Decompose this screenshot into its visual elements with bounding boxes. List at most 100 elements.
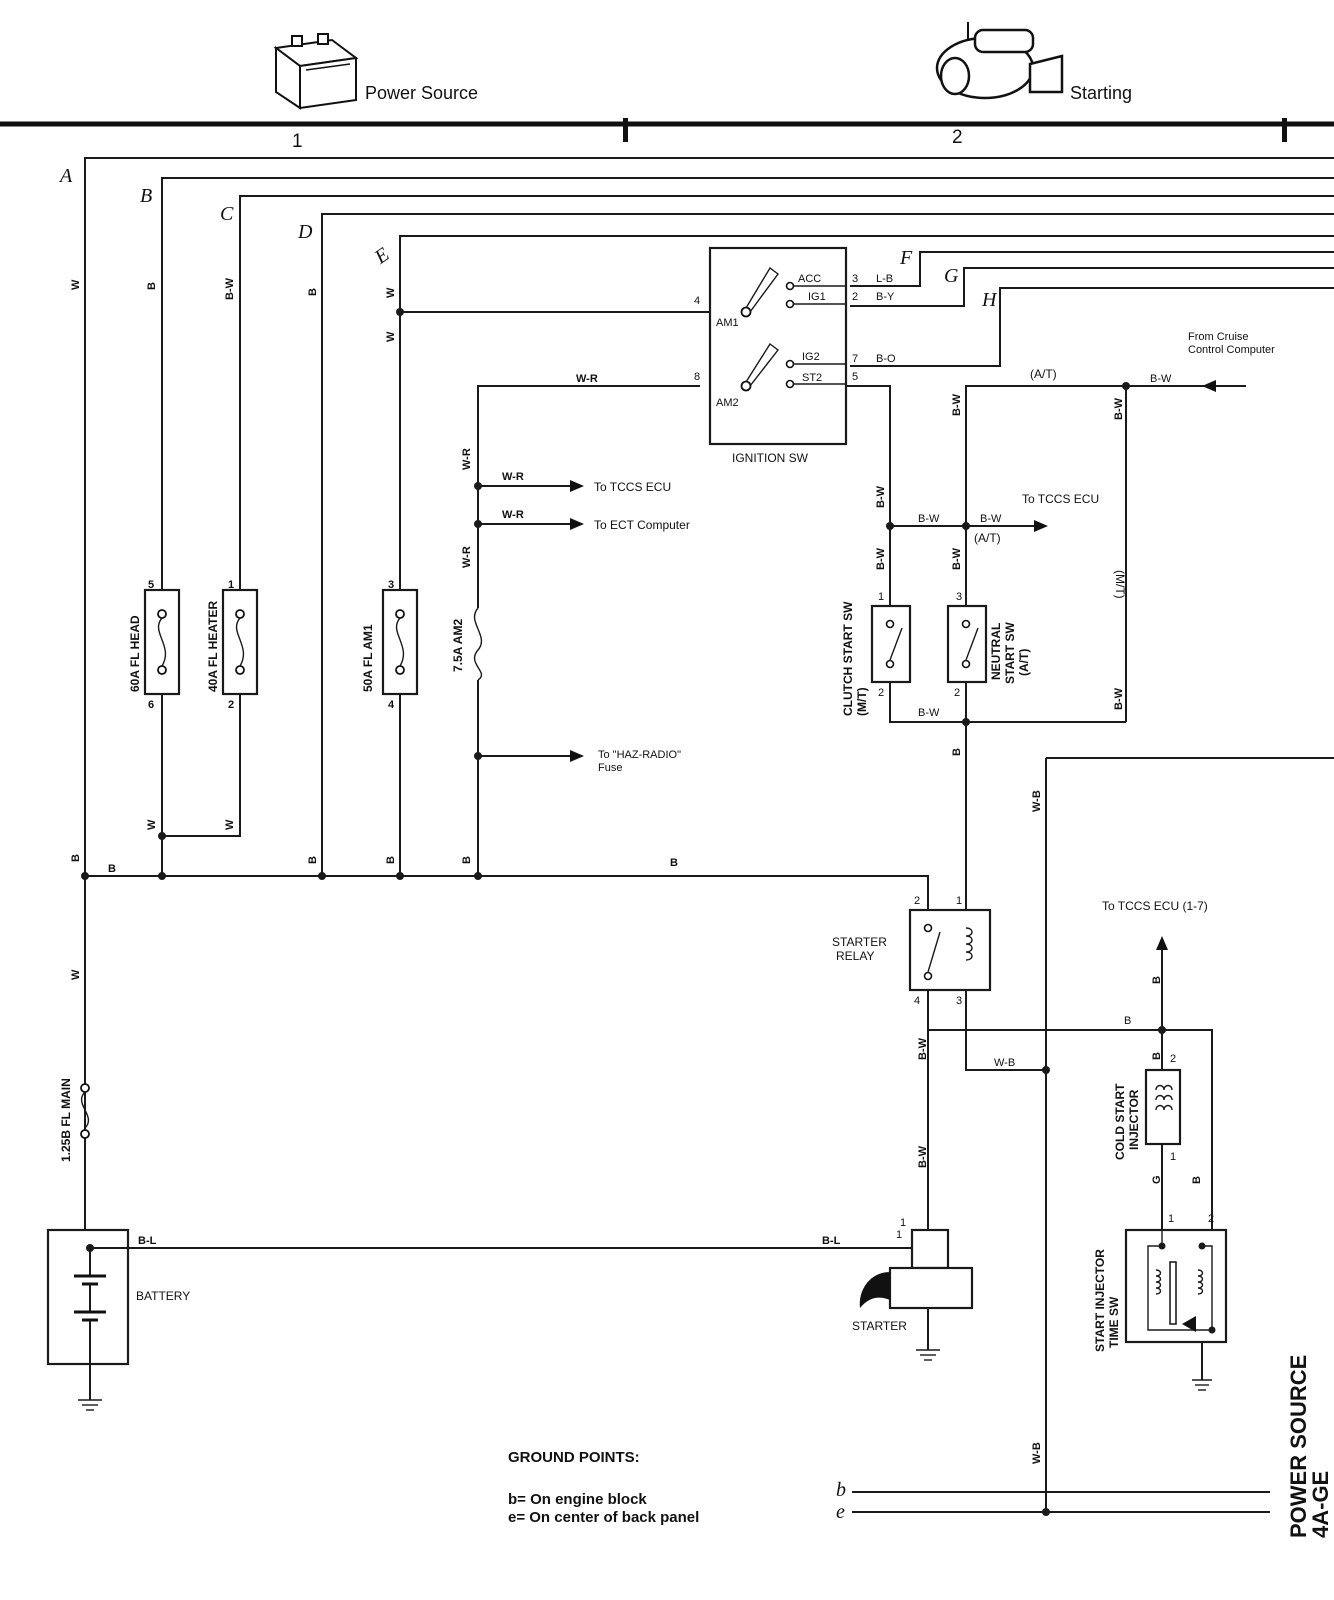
svg-text:2: 2 <box>1170 1053 1176 1065</box>
bus-letter-c: C <box>220 203 234 225</box>
bus-letter-a: A <box>58 165 73 187</box>
battery: BATTERY <box>46 1228 190 1411</box>
fuse-am2-label: 7.5A AM2 <box>451 619 465 672</box>
svg-text:W-R: W-R <box>502 509 524 521</box>
svg-text:1: 1 <box>1168 1213 1174 1225</box>
svg-text:B: B <box>70 854 82 862</box>
side-title: POWER SOURCE 4A-GE <box>1286 1355 1333 1538</box>
svg-text:e= On center of back panel: e= On center of back panel <box>508 1509 699 1526</box>
from-cruise-computer-label: Control Computer <box>1188 344 1275 356</box>
svg-text:B: B <box>1151 976 1163 984</box>
svg-text:W-R: W-R <box>461 448 473 470</box>
section-number-1: 1 <box>292 131 303 152</box>
starter-relay-label-2: RELAY <box>836 949 874 963</box>
svg-text:1: 1 <box>896 1229 902 1241</box>
svg-text:5: 5 <box>148 579 154 591</box>
svg-text:B: B <box>1191 1176 1203 1184</box>
ground-letter-e: e <box>836 1501 845 1523</box>
svg-text:W: W <box>385 287 397 298</box>
svg-text:B-W: B-W <box>918 707 940 719</box>
svg-text:2: 2 <box>852 291 858 303</box>
svg-text:1: 1 <box>1170 1151 1176 1163</box>
svg-text:W-B: W-B <box>994 1057 1015 1069</box>
bus-lines <box>84 157 1334 1220</box>
clutch-start-label: CLUTCH START SW <box>841 601 855 716</box>
svg-text:W: W <box>146 819 158 830</box>
svg-text:W-R: W-R <box>502 471 524 483</box>
svg-text:W-R: W-R <box>576 373 598 385</box>
svg-text:B: B <box>1151 1052 1163 1060</box>
cold-start-label: COLD START <box>1113 1083 1127 1160</box>
svg-text:B-W: B-W <box>918 513 940 525</box>
fuse-am1-label: 50A FL AM1 <box>361 624 375 692</box>
svg-text:START SW: START SW <box>1003 622 1017 684</box>
bus-letters: A B C D E F G H <box>58 165 998 311</box>
svg-text:2: 2 <box>1208 1213 1214 1225</box>
section-title-power-source: Power Source <box>365 83 478 103</box>
battery-label: BATTERY <box>136 1289 190 1303</box>
svg-text:2: 2 <box>914 895 920 907</box>
vertical-wire-labels: W B B-W B W W W-R W-R W W B B B B W B-W … <box>70 277 1203 1464</box>
svg-text:W: W <box>70 279 82 290</box>
starter-relay-label-1: STARTER <box>832 935 887 949</box>
svg-text:1: 1 <box>878 591 884 603</box>
svg-text:2: 2 <box>954 687 960 699</box>
ignition-switch: ACC IG1 IG2 ST2 AM1 AM2 3 2 7 5 4 8 L-B … <box>694 246 896 465</box>
svg-text:B: B <box>670 857 678 869</box>
to-ect-computer-label: To ECT Computer <box>594 518 690 532</box>
fuse-head-label: 60A FL HEAD <box>128 615 142 692</box>
svg-text:ST2: ST2 <box>802 372 822 384</box>
svg-text:AM1: AM1 <box>716 317 739 329</box>
svg-text:B-W: B-W <box>917 1037 929 1060</box>
svg-text:4: 4 <box>914 995 920 1007</box>
bus-letter-g: G <box>944 265 959 287</box>
clutch-start-switch: 1 2 CLUTCH START SW (M/T) <box>841 526 1126 723</box>
svg-text:B-W: B-W <box>917 1145 929 1168</box>
svg-text:5: 5 <box>852 371 858 383</box>
svg-text:B: B <box>385 856 397 864</box>
starter-motor-icon <box>935 22 1064 100</box>
svg-text:B: B <box>307 288 319 296</box>
svg-text:B-W: B-W <box>875 485 887 508</box>
svg-text:b= On engine block: b= On engine block <box>508 1491 647 1508</box>
svg-text:4: 4 <box>694 295 700 307</box>
svg-text:IG2: IG2 <box>802 351 820 363</box>
svg-text:B: B <box>108 863 116 875</box>
svg-text:B-W: B-W <box>1113 687 1125 710</box>
svg-text:B: B <box>951 748 963 756</box>
side-title-line2: 4A-GE <box>1308 1471 1333 1538</box>
to-tccs-ecu-label: To TCCS ECU <box>594 480 671 494</box>
svg-text:B: B <box>1124 1015 1131 1027</box>
ignition-switch-label: IGNITION SW <box>732 451 809 465</box>
svg-text:W-B: W-B <box>1031 1442 1043 1464</box>
svg-text:(A/T): (A/T) <box>1030 367 1057 381</box>
bus-letter-f: F <box>899 247 913 269</box>
svg-text:INJECTOR: INJECTOR <box>1127 1089 1141 1150</box>
svg-text:2: 2 <box>228 699 234 711</box>
svg-text:2: 2 <box>878 687 884 699</box>
to-haz-radio-fuse-label: Fuse <box>598 762 622 774</box>
svg-text:W: W <box>224 819 236 830</box>
svg-text:4: 4 <box>388 699 395 711</box>
starter-label: STARTER <box>852 1319 907 1333</box>
ground-points-legend: GROUND POINTS: b= On engine block e= On … <box>508 1449 699 1526</box>
branch-arrows: To TCCS ECU W-R To ECT Computer W-R To "… <box>478 373 690 774</box>
svg-text:TIME SW: TIME SW <box>1107 1296 1121 1348</box>
svg-text:B-W: B-W <box>1113 397 1125 420</box>
svg-text:B-Y: B-Y <box>876 291 895 303</box>
svg-text:B-W: B-W <box>875 547 887 570</box>
fuse-am1: 3 4 50A FL AM1 <box>361 579 419 876</box>
to-tccs-ecu-right-label: To TCCS ECU <box>1022 492 1099 506</box>
svg-text:L-B: L-B <box>876 273 893 285</box>
section-title-starting: Starting <box>1070 83 1132 103</box>
neutral-start-switch: 3 2 NEUTRAL START SW (A/T) <box>946 591 1031 699</box>
svg-text:(A/T): (A/T) <box>1017 649 1031 676</box>
svg-text:(M/T): (M/T) <box>855 687 869 716</box>
svg-text:G: G <box>1151 1175 1163 1184</box>
svg-text:B-L: B-L <box>138 1235 157 1247</box>
fuse-head: 5 6 60A FL HEAD <box>128 579 181 836</box>
svg-text:W: W <box>70 969 82 980</box>
battery-icon <box>273 33 359 110</box>
svg-text:B-W: B-W <box>224 277 236 300</box>
side-title-line1: POWER SOURCE <box>1286 1355 1311 1538</box>
